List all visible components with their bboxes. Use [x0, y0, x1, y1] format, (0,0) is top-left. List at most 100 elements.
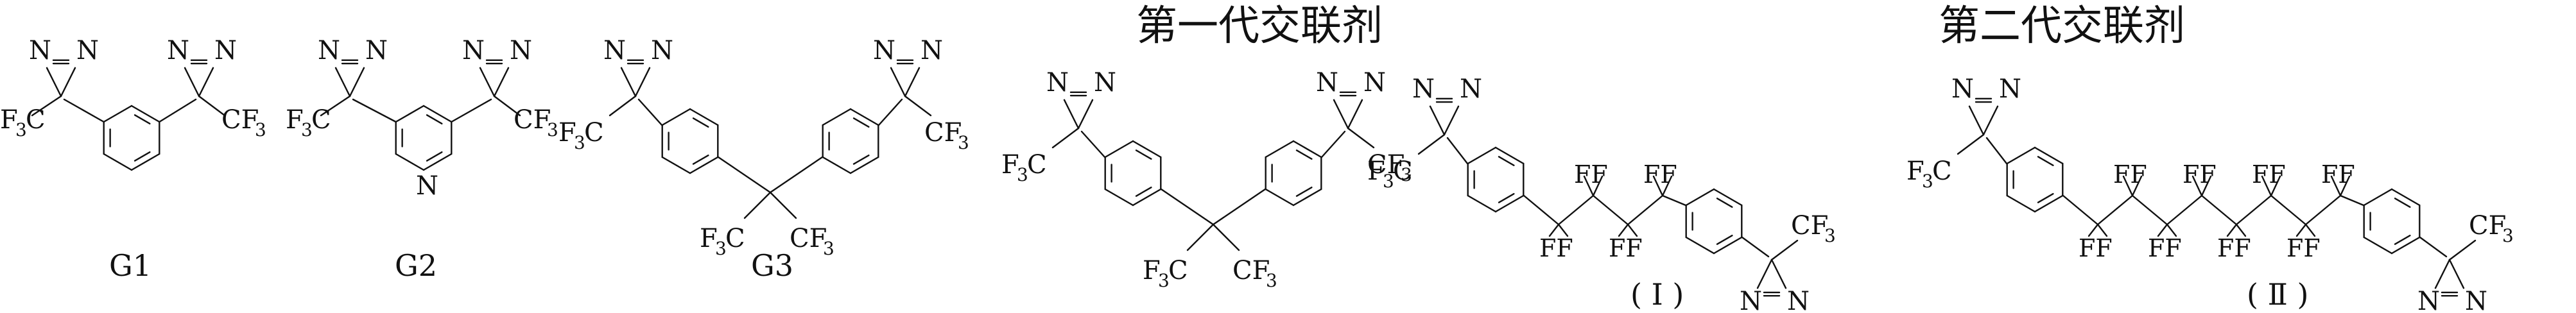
g2-bond-right: [451, 98, 492, 123]
molecule-i-diazirine-bottom-n-left: N: [1740, 287, 1762, 313]
molecule-ii-ring-top-edge: [2034, 194, 2064, 213]
subscript-3: 3: [301, 119, 313, 140]
g2-ring-edge: [422, 153, 453, 171]
molecule-g3-diazirine-right-n-left: N: [873, 36, 895, 65]
molecule-ii-ring-top-edge: [2006, 146, 2036, 165]
g2-diazirine-right-ring-bond-right: [493, 67, 510, 97]
molecule-i-chain-bond: [1557, 194, 1595, 226]
molecule-ii-f-bond: [2339, 175, 2351, 197]
molecule-first-gen-bond-cf3-left: [1186, 223, 1215, 251]
molecule-ii-cf3-bond-bottom: [2448, 239, 2477, 261]
g2-ring-edge: [422, 105, 453, 123]
molecule-ii-diazirine-bottom-ring-bond-right: [2448, 258, 2465, 289]
molecule-g3-diazirine-right-ring-bond-left: [890, 67, 906, 97]
molecule-ii-f-bond: [2295, 223, 2307, 237]
molecule-ii-ring-bottom-double-bond: [2394, 234, 2411, 245]
molecule-i-diazirine-bottom-ring-bond-left: [1756, 258, 1773, 289]
molecule-g3-cf3-bond-left: [609, 95, 637, 117]
molecule-g3-diazirine-left-n-left: N: [603, 36, 626, 65]
molecule-i-bond-ring2: [1661, 194, 1687, 207]
molecule-i-f-bond: [1592, 175, 1604, 197]
subscript-3: 3: [823, 238, 834, 259]
molecule-first-gen-diazirine-right-ring-bond-right: [1347, 99, 1363, 130]
g1-ring-edge: [130, 105, 160, 123]
g2-ring-double-bond: [426, 114, 443, 125]
molecule-first-gen-bond-left: [1080, 130, 1106, 158]
subscript-3: 3: [1824, 225, 1836, 246]
molecule-i-f-bond: [1652, 175, 1664, 197]
molecule-g3-ring-left-double-bond: [692, 154, 709, 165]
molecule-i-ring-top-edge: [1494, 194, 1525, 213]
caption-g1: G1: [109, 248, 151, 283]
molecule-ii-bond-ring2: [2339, 194, 2365, 207]
molecule-ii-diazirine-top-ring-bond-left: [1968, 105, 1985, 136]
molecule-g3-diazirine-right-n-right: N: [921, 36, 943, 65]
molecule-ii-chain-bond: [2166, 194, 2203, 226]
molecule-ii-chain-bond: [2304, 194, 2342, 226]
molecule-i-diazirine-top-n-left: N: [1412, 74, 1435, 104]
molecule-first-gen-ring-left-edge: [1104, 140, 1134, 158]
g1-diazirine-left-n-left: N: [29, 36, 51, 65]
molecule-g3-bond-cl: [717, 156, 772, 194]
molecule-g3-diazirine-left-ring-bond-right: [634, 67, 651, 97]
caption-g3: G3: [751, 248, 793, 283]
heading-first-generation: 第一代交联剂: [1136, 3, 1383, 50]
molecule-first-gen-diazirine-left-ring-bond-right: [1077, 99, 1094, 130]
molecule-ii-bond-bottom: [2419, 236, 2448, 258]
molecule-first-gen-diazirine-left-n-right: N: [1094, 68, 1116, 97]
subscript-3: 3: [958, 132, 969, 153]
molecule-i-ring-bottom-edge: [1685, 188, 1715, 207]
g2-ring-edge: [395, 105, 425, 123]
caption-g2: G2: [395, 248, 437, 283]
molecule-ii-diazirine-top-n-left: N: [1951, 74, 1974, 104]
molecule-i-ring-bottom-edge: [1685, 236, 1715, 255]
molecule-g3-ring-right-edge: [849, 156, 879, 174]
g1-diazirine-right-n-left: N: [167, 36, 189, 65]
molecule-ii-f-bond: [2131, 175, 2143, 197]
molecule-ii-f-bond: [2270, 175, 2281, 197]
molecule-ii-chain-bond: [2131, 194, 2168, 226]
molecule-first-gen-diazirine-left-n-left: N: [1046, 68, 1069, 97]
molecule-ii-f-bond: [2191, 175, 2203, 197]
molecule-first-gen-diazirine-left-ring-bond-left: [1063, 99, 1080, 130]
g2-cf3-bond-right: [493, 95, 521, 117]
subscript-3: 3: [715, 238, 727, 259]
molecule-ii-ring-bottom-edge: [2390, 236, 2421, 255]
molecule-g3-ring-left-edge: [689, 108, 719, 126]
molecule-g3-ring-right-edge: [822, 108, 852, 126]
g1-diazirine-left-ring-bond-right: [60, 67, 76, 97]
molecule-i-f-bond: [1583, 175, 1595, 197]
molecule-i-ring-top-edge: [1494, 146, 1525, 165]
subscript-3: 3: [1266, 270, 1277, 291]
molecule-i-ring-bottom-edge: [1713, 188, 1743, 207]
molecule-first-gen-ring-left-edge: [1104, 188, 1134, 207]
molecule-first-gen-ring-right-edge: [1292, 188, 1322, 207]
molecule-g3-f3c-bottom: F: [700, 224, 718, 253]
molecule-g3-bond-right: [877, 98, 903, 126]
molecule-first-gen-diazirine-right-ring-bond-left: [1333, 99, 1349, 130]
g2-ring-double-bond: [426, 151, 443, 162]
molecule-ii-f-bond: [2088, 223, 2099, 237]
molecule-i-f3c-top: F: [1367, 156, 1385, 186]
molecule-ii-ff-label: FF: [2183, 160, 2217, 189]
molecule-i-ring-top-edge: [1467, 194, 1497, 213]
g1-cf3-bond-left: [31, 95, 62, 117]
molecule-ii-diazirine-bottom-ring-bond-left: [2434, 258, 2451, 289]
subscript-3: 3: [574, 132, 585, 153]
molecule-first-gen-bond-cr: [1212, 188, 1266, 226]
molecule-first-gen-ring-left-double-bond: [1135, 186, 1152, 197]
f3c-carbon: C: [1393, 156, 1413, 186]
molecule-first-gen-f3c-left: F: [1001, 150, 1019, 180]
molecule-ii-chain-bond: [2235, 194, 2272, 226]
molecule-g3-cf3-bond-right: [904, 95, 932, 117]
molecule-first-gen-diazirine-right-n-left: N: [1316, 68, 1338, 97]
molecule-ii-ff-label: FF: [2252, 160, 2286, 189]
molecule-first-gen-ring-right-edge: [1292, 140, 1322, 158]
molecule-i-diazirine-bottom-ring-bond-right: [1770, 258, 1787, 289]
g2-pyridine-n: N: [416, 171, 438, 201]
molecule-g3-ring-left-double-bond: [692, 117, 709, 128]
